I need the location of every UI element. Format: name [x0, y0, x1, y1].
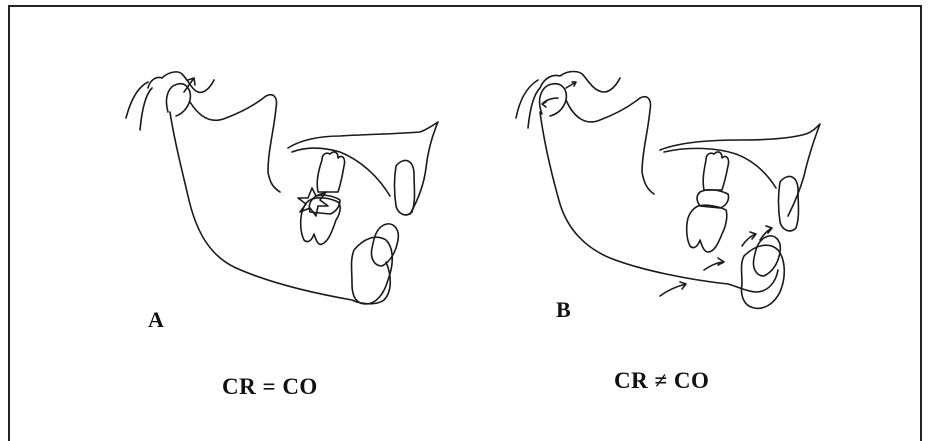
panel-b-chin	[742, 245, 785, 308]
panel-a-letter: A	[148, 307, 164, 333]
panel-b-condyle-arrow-1	[542, 98, 558, 107]
panel-a-caption: CR = CO	[222, 374, 318, 400]
panel-b-coronoid	[566, 97, 654, 194]
panel-b-lower-incisor	[753, 236, 780, 276]
panel-b-palate-curve	[664, 148, 776, 188]
panel-b-caption: CR ≠ CO	[614, 368, 709, 394]
panel-b-condyle	[540, 84, 567, 116]
panel-a-lower-incisor	[371, 224, 398, 266]
panel-a-palate-curve	[292, 148, 390, 196]
panel-a-mandible-outline	[170, 112, 390, 304]
panel-a-upper-molar	[317, 152, 344, 192]
panel-b-arrow-1	[660, 282, 686, 296]
panel-b-condyle-arrow-2	[566, 82, 576, 88]
panel-b-maxilla-outline	[660, 124, 820, 216]
panel-a-coronoid	[190, 95, 280, 192]
panel-b-upper-molar	[703, 152, 728, 190]
panel-b-arrow-4	[760, 226, 772, 240]
panel-b-arrow-2	[704, 258, 724, 270]
panel-b-arrow-3	[742, 232, 756, 246]
panel-a-lower-molar	[301, 198, 340, 245]
panel-b-fossa-outline	[516, 72, 620, 129]
panel-a-upper-incisor	[395, 160, 415, 214]
panel-b-letter: B	[556, 297, 571, 323]
panel-b-lower-molar	[687, 205, 727, 252]
panel-a-drawing	[126, 72, 438, 304]
panel-b-upper-incisor	[779, 176, 799, 230]
panel-b-drawing	[516, 72, 820, 309]
panel-a-fossa-outline	[126, 72, 214, 130]
